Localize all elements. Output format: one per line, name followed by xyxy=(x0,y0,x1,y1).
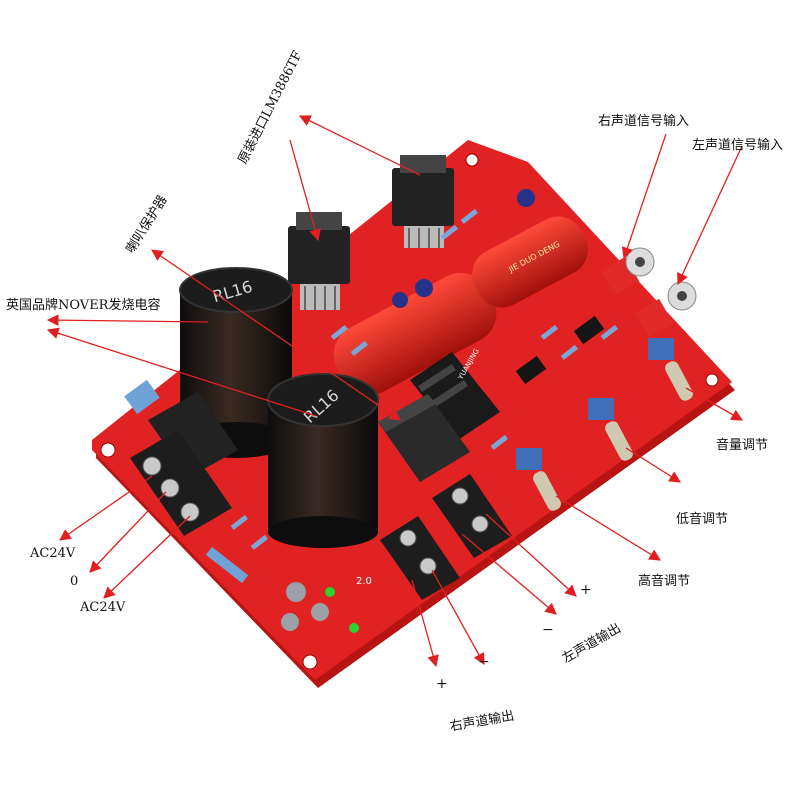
label-zero: 0 xyxy=(70,574,79,589)
arrow-treble xyxy=(555,495,661,561)
label-capacitor: 英国品牌NOVER发烧电容 xyxy=(6,298,161,313)
arrow-right-input xyxy=(621,133,667,260)
volt-badge: 2.0 xyxy=(356,576,372,587)
arrow-out-r-minus xyxy=(431,569,485,666)
film-capacitor-2: JIE DUO DENG xyxy=(472,216,588,308)
arrow-lm3886-right xyxy=(298,115,421,176)
output-terminal-left xyxy=(432,474,512,558)
arrow-bass xyxy=(625,447,681,483)
blue-cap-block xyxy=(124,379,160,415)
mount-hole xyxy=(302,654,318,670)
arrow-volume xyxy=(685,387,744,421)
label-ac24v-bottom: AC24V xyxy=(80,600,126,615)
rca-input-right xyxy=(600,247,655,296)
arrow-cap-2 xyxy=(46,327,317,417)
label-left-input: 左声道信号输入 xyxy=(692,138,784,153)
bass-pot xyxy=(588,398,633,461)
mount-hole xyxy=(465,153,479,167)
label-bass: 低音调节 xyxy=(676,512,729,527)
volume-pot xyxy=(648,338,693,401)
arrow-ac24v-top xyxy=(59,475,153,541)
label-out-r-minus: − xyxy=(478,654,490,670)
arrow-out-r-plus xyxy=(411,579,439,668)
label-ac24v-top: AC24V xyxy=(30,546,76,561)
arrow-speaker-protector xyxy=(151,249,401,421)
label-right-input: 右声道信号输入 xyxy=(598,114,690,129)
arrow-out-l-plus xyxy=(485,513,577,597)
heatsink xyxy=(410,352,500,440)
label-out-l-minus: − xyxy=(542,622,554,638)
arrow-left-input xyxy=(677,145,743,286)
small-electrolytic-caps xyxy=(281,189,535,631)
arrow-lm3886-left xyxy=(289,139,321,242)
small-resistor-row xyxy=(205,546,249,584)
arrow-cap-1 xyxy=(46,314,209,326)
label-out-l-plus: + xyxy=(580,582,592,598)
output-terminal-right xyxy=(380,516,460,600)
mount-hole xyxy=(705,373,719,387)
annotation-arrows xyxy=(46,115,744,668)
rca-input-left xyxy=(634,281,697,338)
treble-pot xyxy=(516,448,561,511)
label-volume: 音量调节 xyxy=(716,438,769,453)
label-treble: 高音调节 xyxy=(638,574,691,589)
filter-capacitor-2: RL16 xyxy=(267,373,379,548)
arrow-zero xyxy=(89,491,167,573)
label-out-r-plus: + xyxy=(436,676,448,692)
mount-hole xyxy=(100,442,116,458)
arrow-out-l-minus xyxy=(461,533,557,615)
speaker-protector-relay xyxy=(378,394,470,482)
arrow-ac24v-bottom xyxy=(103,515,191,599)
op-amp-chips xyxy=(515,315,605,385)
lm3886-chip-right xyxy=(392,155,454,248)
leds xyxy=(325,587,359,633)
